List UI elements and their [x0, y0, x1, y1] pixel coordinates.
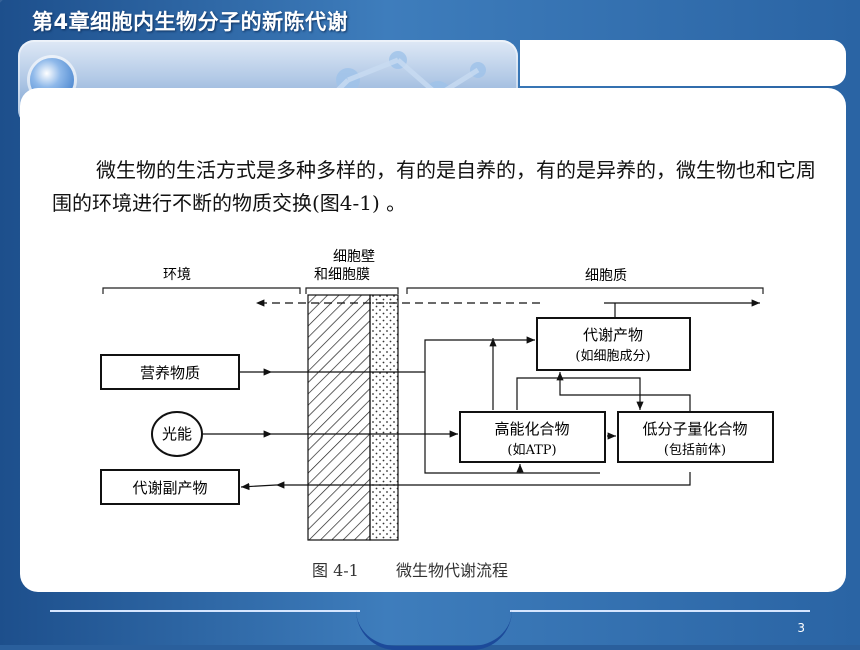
env-brace: [102, 287, 301, 294]
to-metabolite-arrow: [424, 336, 535, 372]
lowmw-to-metabolite-arrow: [556, 372, 691, 412]
lower-loop-line: [424, 372, 600, 474]
caption-text: 微生物代谢流程: [396, 561, 508, 580]
wall-brace: [305, 287, 399, 294]
footer-swoosh-icon: [356, 610, 512, 650]
page-number: 3: [797, 621, 805, 635]
wall-label-line1: 细胞壁: [333, 249, 375, 265]
byproduct-arrow: [240, 482, 277, 491]
byproduct-return-line: [276, 472, 691, 489]
caption-number: 图 4-1: [312, 561, 359, 580]
nutrient-label: 营养物质: [140, 364, 200, 382]
title-bar: 第4章细胞内生物分子的新陈代谢: [0, 0, 860, 36]
metabolite-label-1: 代谢产物: [583, 326, 643, 344]
lowmw-label-2: (包括前体): [664, 442, 726, 458]
metabolite-box: [536, 317, 691, 371]
footer-line-right: [510, 610, 810, 612]
byproduct-box: [100, 469, 240, 505]
slide-title: 第4章细胞内生物分子的新陈代谢: [32, 10, 349, 34]
light-label: 光能: [162, 425, 192, 443]
lowmw-label-1: 低分子量化合物: [642, 420, 747, 438]
cyto-label: 细胞质: [585, 268, 627, 284]
wall-label-line2: 和细胞膜: [314, 267, 370, 283]
metabolite-label-2: (如细胞成分): [575, 348, 650, 364]
byproduct-label: 代谢副产物: [132, 479, 207, 497]
cyto-brace: [406, 287, 764, 294]
env-label: 环境: [163, 267, 191, 283]
atp-to-lowmw-line: [516, 377, 644, 410]
cell-membrane: [369, 294, 399, 541]
cell-wall: [307, 294, 371, 541]
atp-label-1: 高能化合物: [494, 420, 569, 438]
lowmw-box: [617, 411, 774, 463]
header-banner-right: [520, 40, 846, 86]
atp-label-2: (如ATP): [507, 442, 556, 458]
intro-paragraph: 微生物的生活方式是多种多样的，有的是自养的，有的是异养的，微生物也和它周围的环境…: [52, 158, 816, 215]
footer-line-left: [50, 610, 360, 612]
atp-box: [459, 411, 606, 463]
